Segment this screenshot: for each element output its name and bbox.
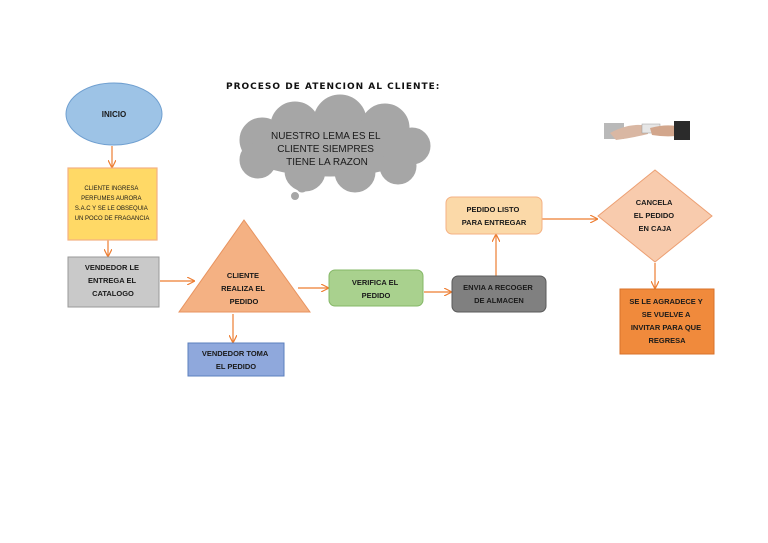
agradece-line-1: SE LE AGRADECE Y [629,297,702,306]
cliente-pedido-line-1: CLIENTE [227,271,259,280]
vendedor-toma-line-2: EL PEDIDO [216,362,256,371]
cliente-ingresa-line-3: S.A.C Y SE LE OBSEQUIA [75,206,148,212]
node-vendedor-toma: VENDEDOR TOMA EL PEDIDO [187,342,285,377]
svg-text:CLIENTE INGRESA PERFUMES: CLIENTE INGRESA PERFUMES AURORA S.A.C Y … [75,186,150,222]
agradece-line-2: SE VUELVE A [642,310,691,319]
node-inicio: INICIO [65,82,163,146]
node-pedido-listo: PEDIDO LISTO PARA ENTREGAR [445,196,543,235]
thought-cloud-callout: NUESTRO LEMA ES EL CLIENTE SIEMPRES TIEN… [239,94,431,200]
pedido-listo-line-1: PEDIDO LISTO [467,205,520,214]
connectors [108,146,655,342]
svg-text:NUESTRO LEMA ES EL CLIEN: NUESTRO LEMA ES EL CLIENTE SIEMPRES TIEN… [271,131,383,168]
vendedor-entrega-line-1: VENDEDOR LE [85,263,139,272]
vendedor-toma-line-1: VENDEDOR TOMA [202,349,269,358]
cancela-line-1: CANCELA [636,198,673,207]
svg-text:SE LE AGRADECE Y SE VUEL: SE LE AGRADECE Y SE VUELVE A INVITAR PAR… [629,297,704,345]
payment-hands-image [604,121,690,140]
svg-text:CANCELA EL PEDIDO: CANCELA EL PEDIDO EN CAJA [634,198,676,233]
callout-line-3: TIENE LA RAZON [286,157,368,168]
diagram-title: PROCESO DE ATENCION AL CLIENTE: [226,82,440,92]
node-envia: ENVIA A RECOGER DE ALMACEN [451,275,547,313]
node-cliente-ingresa: CLIENTE INGRESA PERFUMES AURORA S.A.C Y … [67,167,158,241]
verifica-line-1: VERIFICA EL [352,278,399,287]
node-agradece: SE LE AGRADECE Y SE VUELVE A INVITAR PAR… [619,288,715,355]
cancela-line-3: EN CAJA [639,224,673,233]
svg-text:ENVIA A RECOGER DE ALMAC: ENVIA A RECOGER DE ALMACEN [463,283,535,305]
node-vendedor-entrega: VENDEDOR LE ENTREGA EL CATALOGO [67,256,160,308]
agradece-line-3: INVITAR PARA QUE [631,323,701,332]
svg-text:INICIO: INICIO [102,110,126,119]
cancela-line-2: EL PEDIDO [634,211,674,220]
cliente-ingresa-line-2: PERFUMES AURORA [81,196,141,202]
cliente-ingresa-line-4: UN POCO DE FRAGANCIA [75,216,150,222]
svg-text:VENDEDOR TOMA EL PEDIDO: VENDEDOR TOMA EL PEDIDO [202,349,270,371]
vendedor-entrega-line-2: ENTREGA EL [88,276,136,285]
node-cancela: CANCELA EL PEDIDO EN CAJA [597,169,713,263]
envia-line-1: ENVIA A RECOGER [463,283,533,292]
verifica-line-2: PEDIDO [362,291,391,300]
inicio-label: INICIO [102,110,126,119]
svg-text:VERIFICA EL PEDIDO: VERIFICA EL PEDIDO [352,278,400,300]
callout-line-2: CLIENTE SIEMPRES [277,144,374,155]
cliente-pedido-line-2: REALIZA EL [221,284,265,293]
svg-text:PEDIDO LISTO PARA ENTREG: PEDIDO LISTO PARA ENTREGAR [462,205,527,227]
cliente-ingresa-line-1: CLIENTE INGRESA [84,186,138,192]
node-verifica: VERIFICA EL PEDIDO [328,269,424,307]
callout-line-1: NUESTRO LEMA ES EL [271,131,381,142]
agradece-line-4: REGRESA [648,336,686,345]
vendedor-entrega-line-3: CATALOGO [92,289,134,298]
envia-line-2: DE ALMACEN [474,296,524,305]
node-cliente-pedido: CLIENTE REALIZA EL PEDIDO [178,219,311,313]
pedido-listo-line-2: PARA ENTREGAR [462,218,527,227]
cliente-pedido-line-3: PEDIDO [230,297,259,306]
svg-text:VENDEDOR LE ENTREGA EL: VENDEDOR LE ENTREGA EL CATALOGO [85,263,141,298]
svg-text:CLIENTE REALIZA EL: CLIENTE REALIZA EL PEDIDO [221,271,267,306]
